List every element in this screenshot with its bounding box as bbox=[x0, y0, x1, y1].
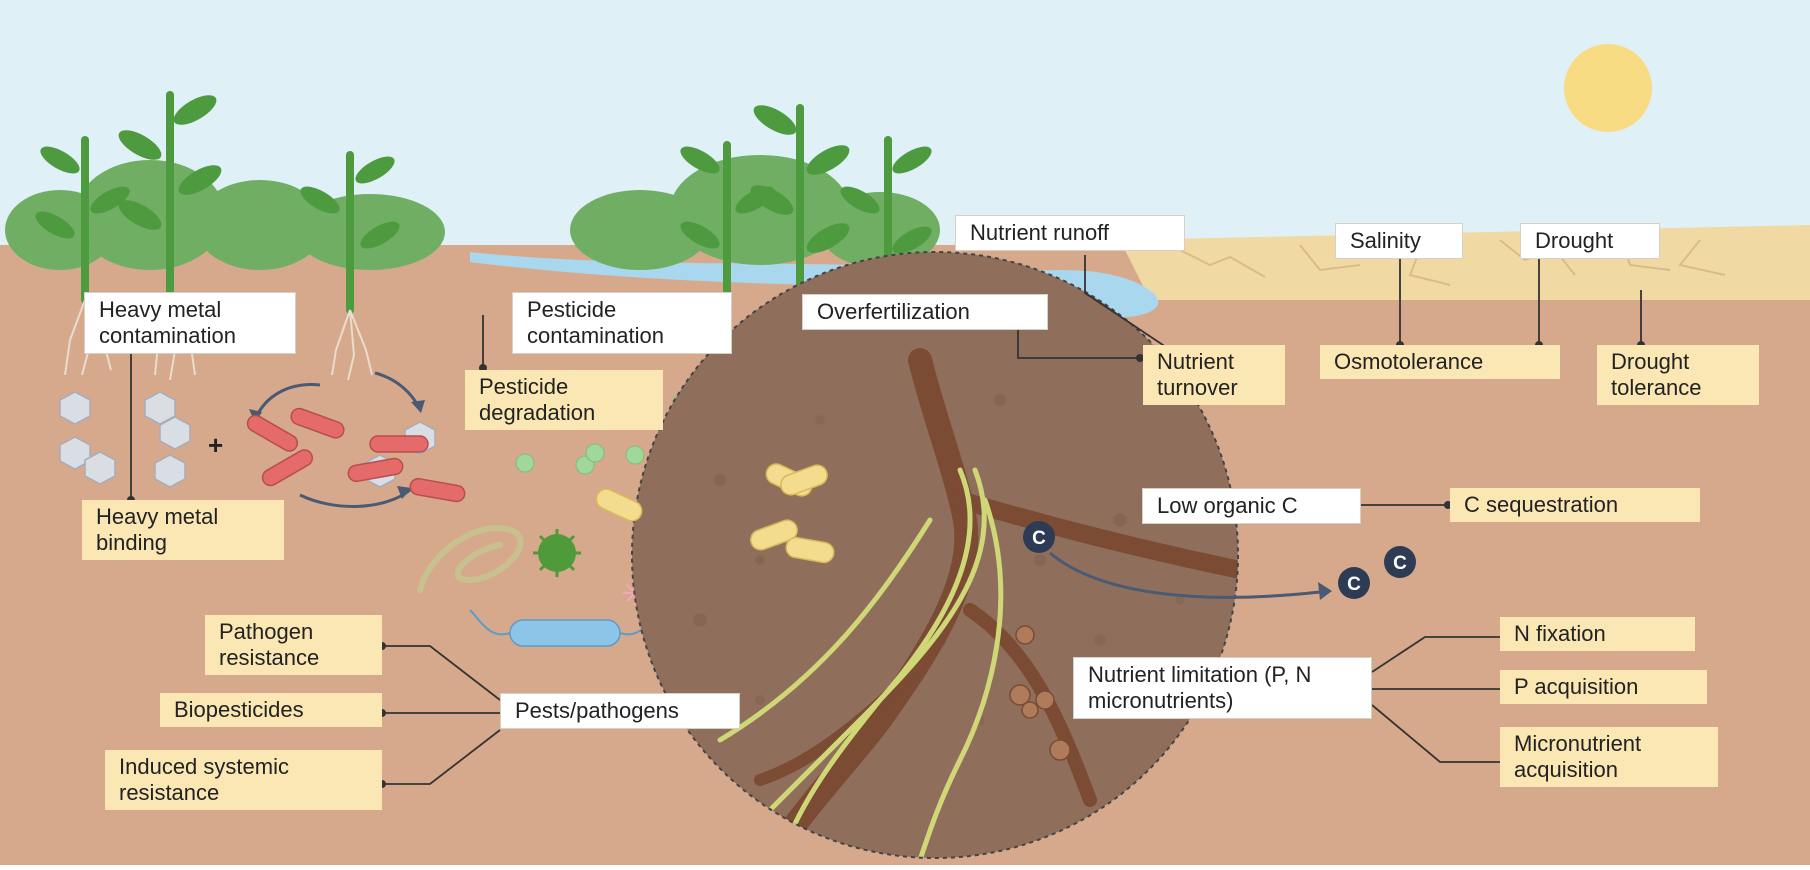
label-nutrient-limitation: Nutrient limitation (P, N micronutrients… bbox=[1073, 657, 1372, 719]
label-salinity: Salinity bbox=[1335, 223, 1463, 259]
svg-text:C: C bbox=[1032, 528, 1046, 549]
label-heavy-metal-binding: Heavy metal binding bbox=[82, 500, 284, 560]
label-n-fixation: N fixation bbox=[1500, 617, 1695, 651]
label-overfertilization: Overfertilization bbox=[802, 294, 1048, 330]
label-p-acquisition: P acquisition bbox=[1500, 670, 1707, 704]
carbon-marker-3: C bbox=[1384, 546, 1416, 578]
label-drought-tolerance: Drought tolerance bbox=[1597, 345, 1759, 405]
svg-text:C: C bbox=[1393, 553, 1407, 574]
label-micronutrient-acquisition: Micronutrient acquisition bbox=[1500, 727, 1718, 787]
label-nutrient-turnover: Nutrient turnover bbox=[1143, 345, 1285, 405]
carbon-marker-1: C bbox=[1023, 521, 1055, 553]
label-drought: Drought bbox=[1520, 223, 1660, 259]
label-c-sequestration: C sequestration bbox=[1450, 488, 1700, 522]
label-induced-systemic-resistance: Induced systemic resistance bbox=[105, 750, 382, 810]
label-biopesticides: Biopesticides bbox=[160, 693, 382, 727]
svg-text:C: C bbox=[1347, 574, 1361, 595]
label-nutrient-runoff: Nutrient runoff bbox=[955, 215, 1185, 251]
label-heavy-metal-contamination: Heavy metal contamination bbox=[84, 292, 296, 354]
sun bbox=[1564, 44, 1652, 132]
virus bbox=[533, 529, 581, 577]
label-pesticide-degradation: Pesticide degradation bbox=[465, 370, 663, 430]
label-pests-pathogens: Pests/pathogens bbox=[500, 693, 740, 729]
plus-sign: + bbox=[208, 430, 223, 460]
label-low-organic-c: Low organic C bbox=[1142, 488, 1361, 524]
label-osmotolerance: Osmotolerance bbox=[1320, 345, 1560, 379]
label-pathogen-resistance: Pathogen resistance bbox=[205, 615, 382, 675]
carbon-marker-2: C bbox=[1338, 567, 1370, 599]
label-pesticide-contamination: Pesticide contamination bbox=[512, 292, 732, 354]
